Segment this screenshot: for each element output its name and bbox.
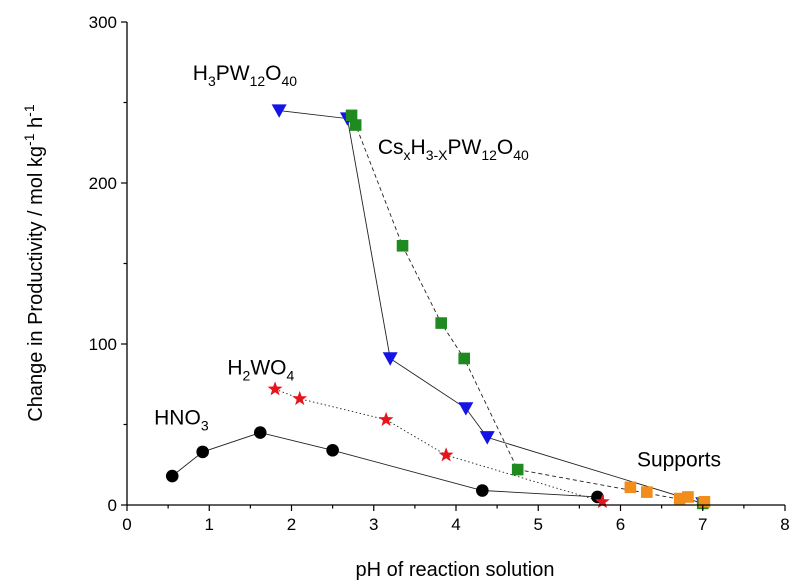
annotation-part: 3-X	[426, 147, 448, 163]
annotation-part: O	[497, 136, 513, 159]
y-tick-label: 200	[89, 174, 117, 193]
annotation-hno3: HNO3	[154, 407, 209, 434]
data-point-hno3	[326, 443, 339, 457]
annotation-part: HNO	[154, 407, 201, 430]
y-axis-label-main: Change in Productivity / mol kg	[25, 146, 47, 422]
data-point-h2wo4	[292, 390, 308, 406]
annotation-part: 3	[201, 418, 209, 434]
data-point-hno3	[196, 445, 209, 459]
y-axis-label-sup1: -1	[21, 133, 37, 146]
annotation-part: 4	[286, 368, 294, 384]
plot-area	[165, 104, 711, 511]
annotation-part: H	[411, 136, 426, 159]
annotation-part: H	[227, 357, 242, 380]
annotation-part: 12	[250, 73, 266, 89]
data-point-supports	[682, 491, 694, 503]
annotation-part: PW	[216, 62, 250, 85]
annotation-part: 2	[243, 368, 251, 384]
data-point-supports	[641, 486, 653, 498]
data-point-h3pw12o40	[271, 104, 287, 118]
series-line-hno3	[171, 432, 598, 498]
x-tick-label: 1	[205, 515, 214, 534]
data-point-supports	[698, 495, 711, 508]
y-tick-label: 300	[89, 13, 117, 32]
data-point-h3pw12o40	[479, 431, 495, 445]
annotation-supports: Supports	[637, 448, 721, 471]
x-tick-label: 6	[616, 515, 625, 534]
data-point-h2wo4	[595, 494, 610, 509]
data-point-supports	[673, 492, 686, 505]
data-point-supports	[624, 481, 637, 494]
annotation-part: 12	[481, 147, 497, 163]
data-point-h3pw12o40	[458, 402, 474, 416]
data-point-csx	[435, 317, 447, 329]
series-line-h3pw12o40	[279, 110, 703, 504]
data-point-hno3	[165, 469, 179, 483]
annotation-part: 40	[513, 147, 529, 163]
data-point-csx	[396, 239, 409, 252]
x-tick-label: 2	[287, 515, 296, 534]
y-tick-label: 0	[108, 496, 117, 515]
x-tick-label: 8	[780, 515, 789, 534]
y-axis-label-sup2: -1	[21, 104, 37, 117]
annotation-part: 40	[282, 73, 298, 89]
data-point-csx	[511, 463, 524, 476]
annotation-part: Supports	[637, 448, 721, 471]
annotation-part: Cs	[378, 136, 404, 159]
annotation-h3pw12o40: H3PW12O40	[193, 62, 298, 89]
y-tick-label: 100	[89, 335, 117, 354]
data-point-csx	[345, 109, 358, 122]
data-point-csx	[349, 119, 362, 131]
y-axis-label: Change in Productivity / mol kg-1 h-1	[21, 104, 47, 421]
annotation-h2wo4: H2WO4	[227, 357, 294, 384]
annotation-part: 3	[208, 73, 216, 89]
x-axis-label: pH of reaction solution	[355, 559, 554, 581]
series-line-csx	[351, 115, 703, 504]
annotation-part: O	[265, 62, 281, 85]
x-tick-label: 0	[122, 515, 131, 534]
annotation-part: PW	[448, 136, 482, 159]
data-point-hno3	[476, 484, 489, 497]
x-tick-label: 4	[451, 515, 460, 534]
data-point-h2wo4	[267, 381, 283, 396]
annotation-part: x	[404, 147, 411, 163]
annotation-csx: CsxH3-XPW12O40	[378, 136, 529, 163]
y-axis-label-mid: h	[25, 117, 47, 134]
data-point-h2wo4	[378, 411, 394, 426]
data-point-csx	[458, 352, 471, 365]
data-point-hno3	[253, 426, 267, 439]
data-point-h2wo4	[438, 447, 454, 462]
series-line-h2wo4	[274, 388, 603, 503]
annotation-part: H	[193, 62, 208, 85]
x-tick-label: 7	[698, 515, 707, 534]
x-tick-label: 3	[369, 515, 378, 534]
annotation-part: WO	[250, 357, 286, 380]
data-point-h3pw12o40	[382, 352, 398, 366]
x-tick-label: 5	[534, 515, 543, 534]
